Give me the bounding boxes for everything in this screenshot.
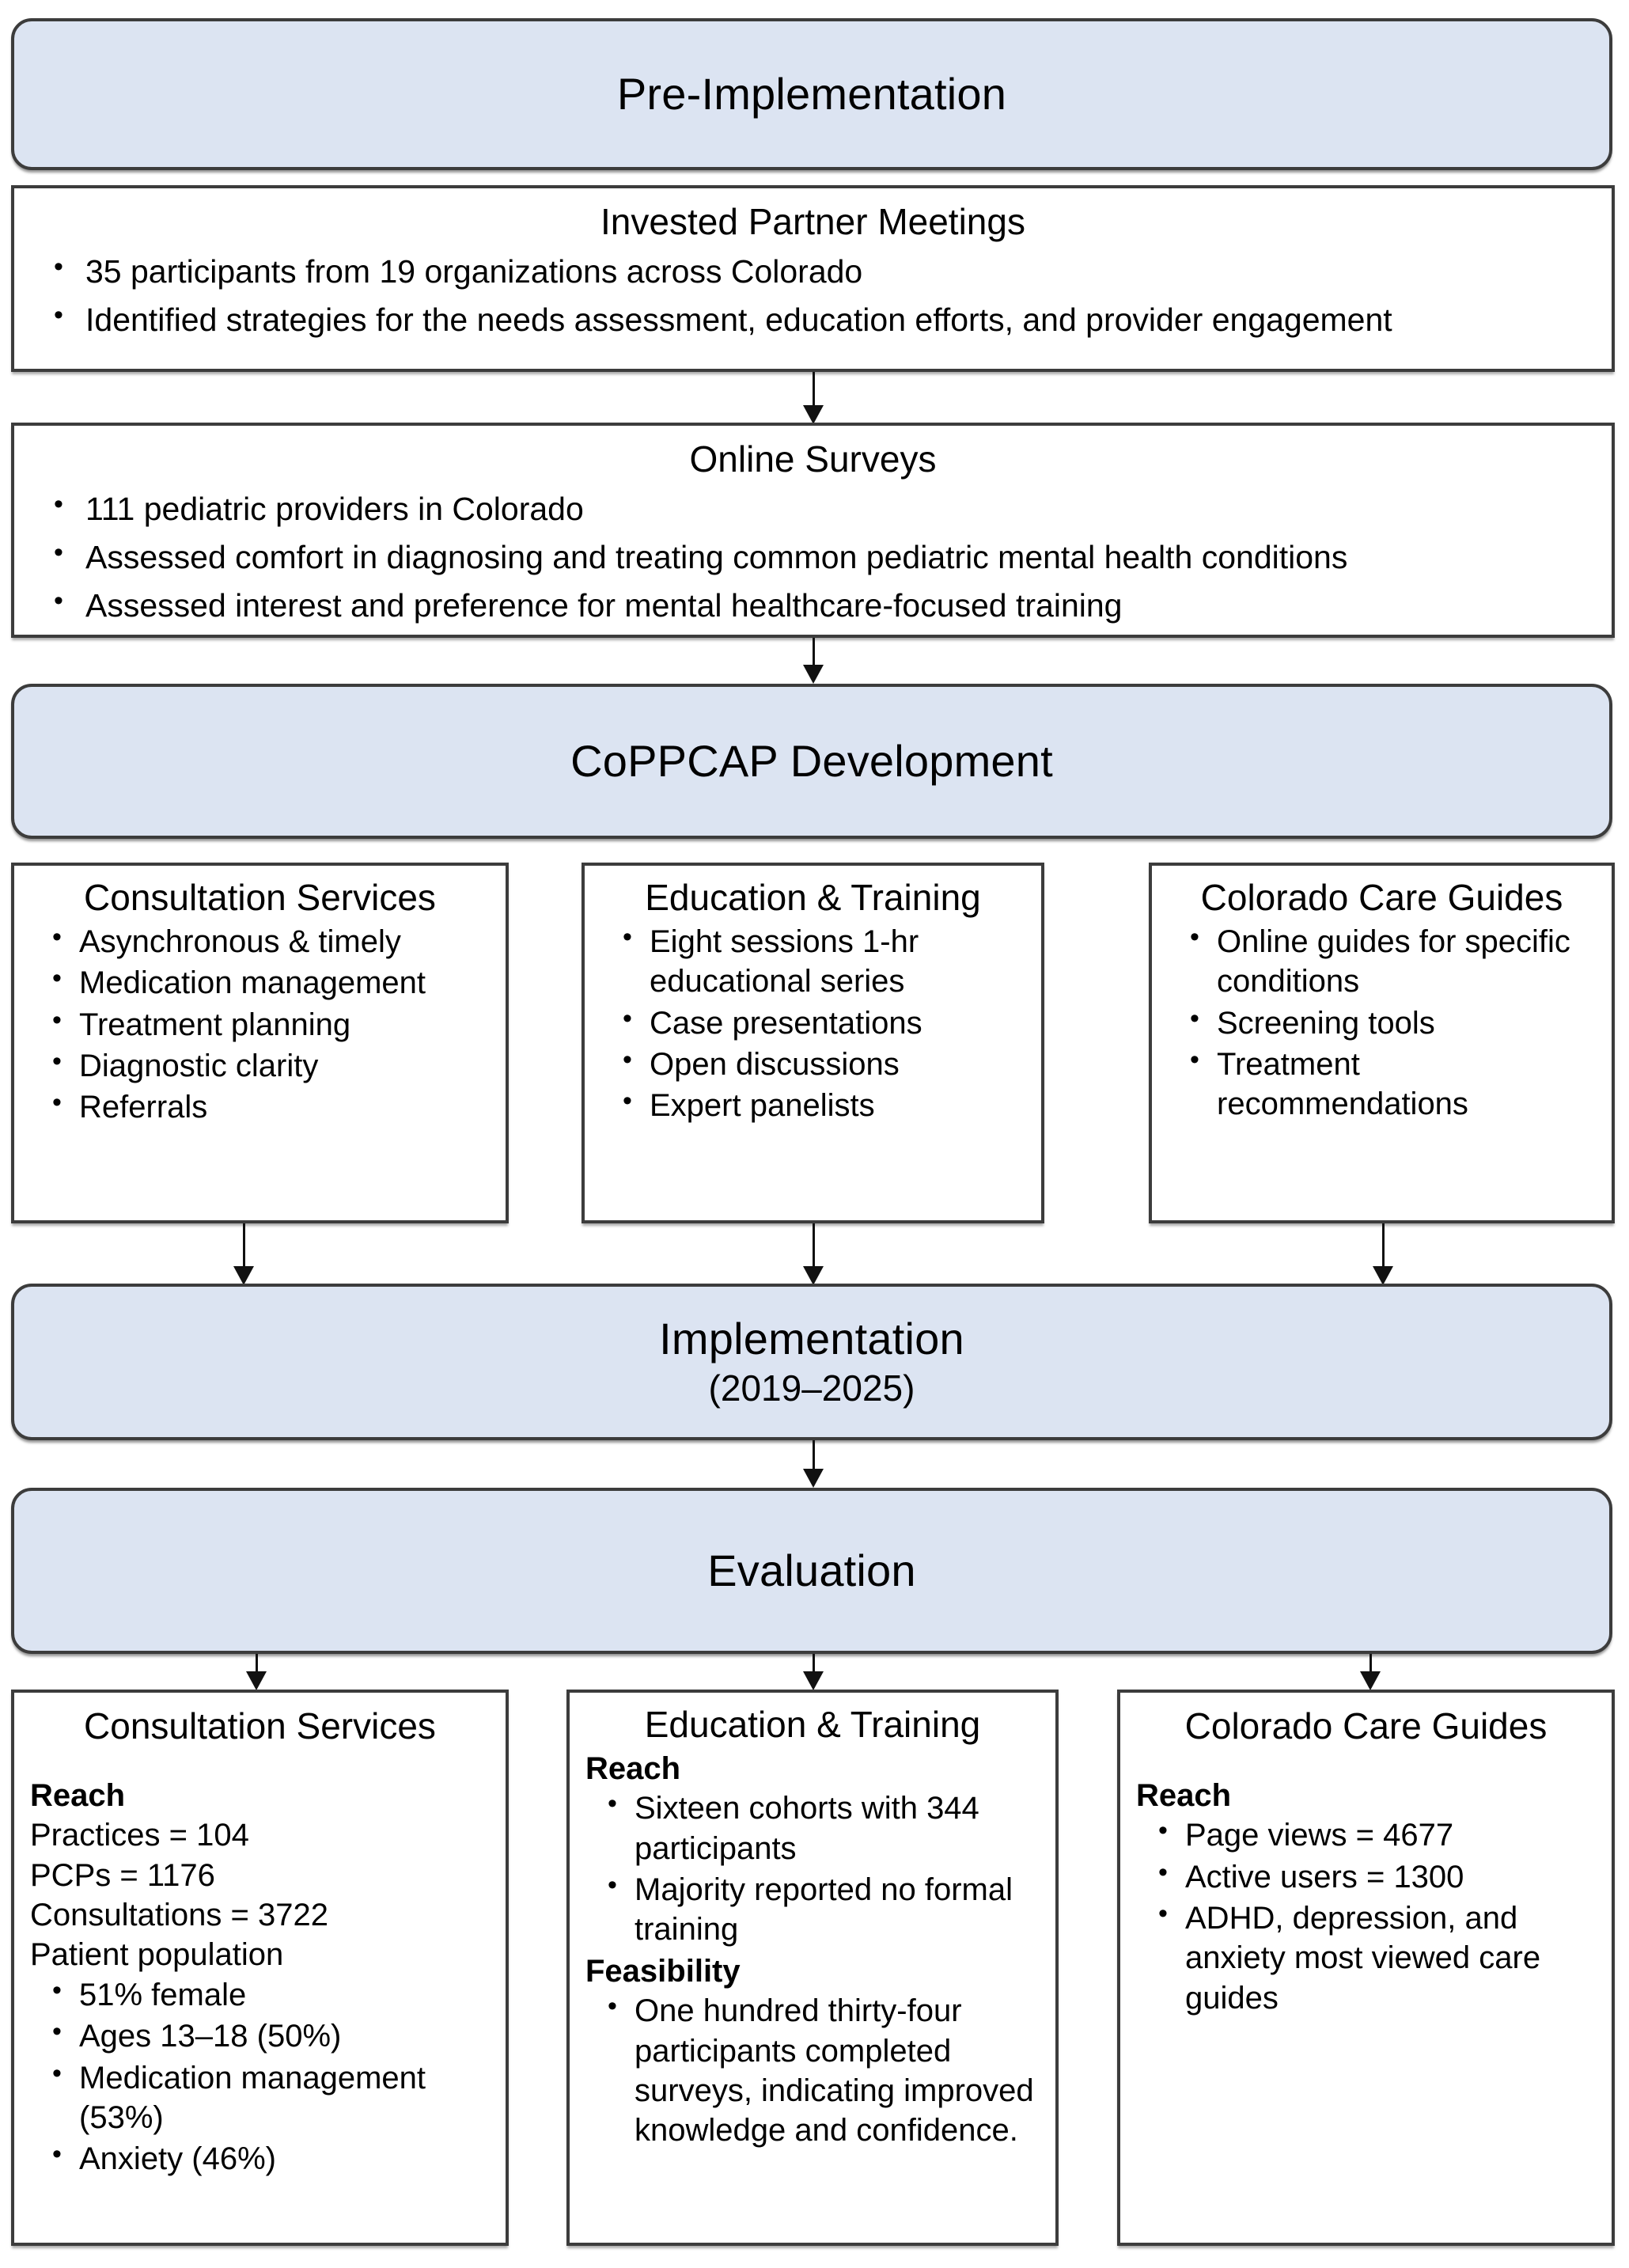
result-title-consultation-services: Consultation Services [84,1705,436,1747]
spacer [30,1755,490,1776]
connector-surveys-to-development [802,638,824,684]
list-item: One hundred thirty-four participants com… [585,1989,1040,2151]
step-title-invested-partner-meetings: Invested Partner Meetings [600,201,1025,242]
component-bullets-education-training: Eight sessions 1-hr educational series C… [600,920,1025,1126]
connector-evaluation-to-education-results [802,1654,824,1690]
arrowhead-icon [1360,1671,1381,1690]
result-line: Consultations = 3722 [30,1898,328,1933]
result-line: Patient population [30,1937,284,1973]
list-item: Medication management [30,961,490,1003]
connector-line [1369,1654,1372,1673]
list-item: Online guides for specific conditions [1168,920,1596,1002]
stage-banner-evaluation: Evaluation [11,1488,1612,1654]
component-title-education-training: Education & Training [645,877,981,918]
result-box-colorado-care-guides: Colorado Care Guides Reach Page views = … [1117,1690,1615,2246]
stage-banner-coppcap-development: CoPPCAP Development [11,684,1612,839]
connector-evaluation-to-consultation-results [245,1654,267,1690]
list-item: Asynchronous & timely [30,920,490,961]
arrowhead-icon [803,1671,824,1690]
component-box-colorado-care-guides: Colorado Care Guides Online guides for s… [1149,863,1615,1223]
arrowhead-icon [246,1671,267,1690]
list-item: Treatment planning [30,1003,490,1045]
list-item: Case presentations [600,1002,1025,1043]
arrowhead-icon [803,1469,824,1488]
connector-line [812,638,815,666]
list-item: Assessed comfort in diagnosing and treat… [41,535,1585,578]
result-bullets-care-guides: Page views = 4677 Active users = 1300 AD… [1136,1814,1596,2018]
list-item: ADHD, depression, and anxiety most viewe… [1136,1897,1596,2018]
connector-consultation-to-implementation [233,1223,255,1285]
result-subhead-reach: Reach [585,1750,681,1786]
connector-line [242,1223,245,1268]
arrowhead-icon [803,405,824,424]
list-item: 111 pediatric providers in Colorado [41,487,1585,530]
result-box-education-training: Education & Training Reach Sixteen cohor… [566,1690,1059,2246]
result-subhead-reach: Reach [30,1777,126,1813]
connector-line [1381,1223,1385,1268]
result-bullets-feasibility: One hundred thirty-four participants com… [585,1989,1040,2151]
list-item: Page views = 4677 [1136,1814,1596,1855]
step-box-invested-partner-meetings: Invested Partner Meetings 35 participant… [11,185,1615,372]
component-bullets-consultation-services: Asynchronous & timely Medication managem… [30,920,490,1128]
arrowhead-icon [803,665,824,684]
connector-line [812,372,815,407]
result-box-consultation-services: Consultation Services Reach Practices = … [11,1690,509,2246]
list-item: Identified strategies for the needs asse… [41,298,1585,341]
list-item: Ages 13–18 (50%) [30,2015,490,2056]
list-item: Treatment recommendations [1168,1043,1596,1125]
connector-evaluation-to-care-guides-results [1359,1654,1381,1690]
connector-line [812,1654,815,1673]
stage-title-coppcap-development: CoPPCAP Development [570,736,1053,787]
result-bullets-patient-population: 51% female Ages 13–18 (50%) Medication m… [30,1974,490,2179]
connector-meetings-to-surveys [802,372,824,424]
list-item: Sixteen cohorts with 344 participants [585,1787,1040,1868]
component-box-education-training: Education & Training Eight sessions 1-hr… [582,863,1044,1223]
result-line: PCPs = 1176 [30,1857,215,1893]
connector-line [812,1440,815,1470]
connector-line [255,1654,258,1673]
list-item: Assessed interest and preference for men… [41,583,1585,627]
list-item: Screening tools [1168,1002,1596,1043]
connector-education-to-implementation [802,1223,824,1285]
list-item: Diagnostic clarity [30,1045,490,1086]
list-item: Expert panelists [600,1084,1025,1125]
list-item: 51% female [30,1974,490,2015]
component-title-colorado-care-guides: Colorado Care Guides [1200,877,1563,918]
stage-title-evaluation: Evaluation [707,1546,916,1596]
stage-banner-pre-implementation: Pre-Implementation [11,18,1612,170]
list-item: Active users = 1300 [1136,1856,1596,1897]
result-subhead-reach: Reach [1136,1777,1232,1813]
component-bullets-colorado-care-guides: Online guides for specific conditions Sc… [1168,920,1596,1125]
result-title-education-training: Education & Training [644,1704,981,1745]
stage-subtitle-implementation-years: (2019–2025) [708,1367,915,1409]
connector-implementation-to-evaluation [802,1440,824,1488]
list-item: 35 participants from 19 organizations ac… [41,249,1585,293]
step-bullets-online-surveys: 111 pediatric providers in Colorado Asse… [41,487,1585,628]
arrowhead-icon [803,1266,824,1285]
stage-title-pre-implementation: Pre-Implementation [616,69,1007,119]
component-title-consultation-services: Consultation Services [84,877,436,918]
step-box-online-surveys: Online Surveys 111 pediatric providers i… [11,423,1615,638]
component-box-consultation-services: Consultation Services Asynchronous & tim… [11,863,509,1223]
list-item: Medication management (53%) [30,2057,490,2138]
step-bullets-invested-partner-meetings: 35 participants from 19 organizations ac… [41,249,1585,342]
list-item: Eight sessions 1-hr educational series [600,920,1025,1002]
list-item: Open discussions [600,1043,1025,1084]
spacer [1136,1755,1596,1776]
list-item: Anxiety (46%) [30,2137,490,2179]
arrowhead-icon [1373,1266,1393,1285]
connector-line [812,1223,815,1268]
step-title-online-surveys: Online Surveys [689,438,937,480]
result-line: Practices = 104 [30,1818,249,1853]
result-bullets-reach: Sixteen cohorts with 344 participants Ma… [585,1787,1040,1950]
stage-title-implementation: Implementation [659,1313,964,1363]
result-subhead-feasibility: Feasibility [585,1953,741,1989]
stage-banner-implementation: Implementation (2019–2025) [11,1284,1612,1440]
arrowhead-icon [233,1266,254,1285]
result-title-colorado-care-guides: Colorado Care Guides [1184,1705,1548,1747]
connector-care-guides-to-implementation [1372,1223,1394,1285]
list-item: Referrals [30,1086,490,1127]
list-item: Majority reported no formal training [585,1868,1040,1950]
